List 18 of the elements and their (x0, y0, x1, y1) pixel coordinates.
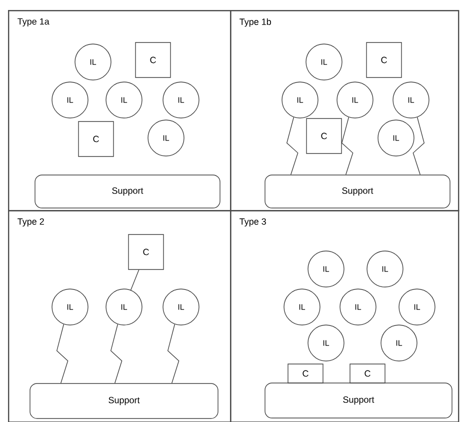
linker-line (412, 116, 425, 175)
support-block: Support (264, 174, 450, 208)
square: C (128, 234, 164, 270)
linker-line (130, 270, 140, 290)
support-block: Support (30, 383, 218, 419)
support-block: Support (264, 382, 452, 418)
linker-line (110, 324, 122, 384)
square: C (350, 364, 386, 384)
square: C (78, 121, 114, 157)
support-block: Support (34, 174, 220, 208)
square: C (135, 42, 171, 78)
square: C (366, 42, 402, 78)
linker-line (167, 324, 180, 384)
square: C (306, 118, 342, 154)
linker-line (56, 324, 68, 384)
linker-line (341, 116, 354, 175)
linker-line (286, 116, 298, 175)
square: C (288, 364, 324, 384)
